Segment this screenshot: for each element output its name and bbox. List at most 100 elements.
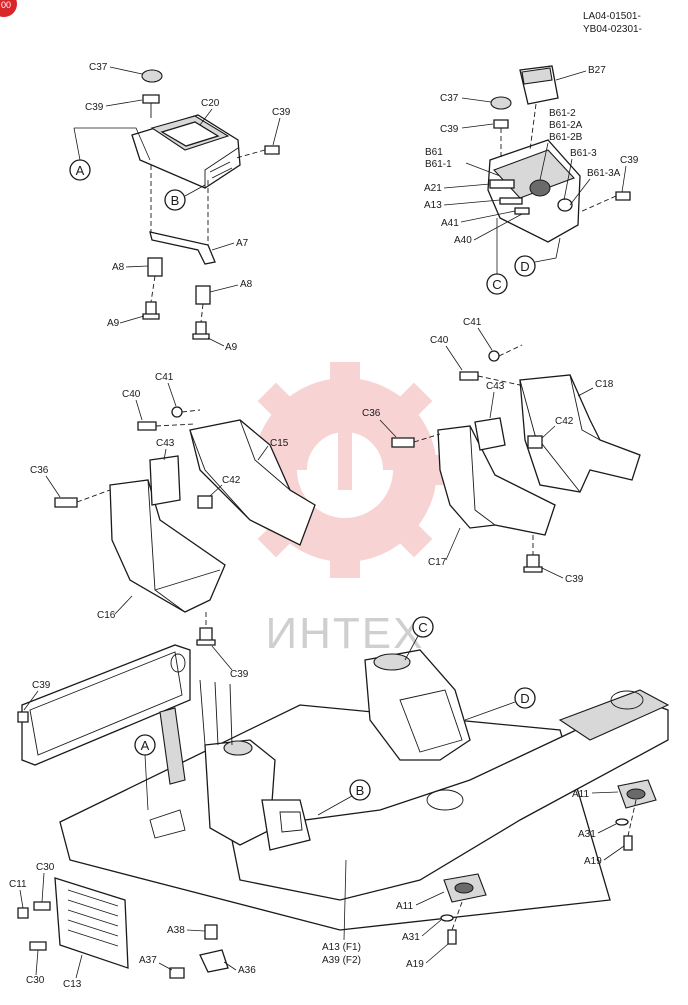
c39-bolt-left [142,94,160,104]
c17-c18-labels: C41 C40 C43 C18 C36 C42 C17 C39 [362,317,614,585]
label-c30-top: C30 [36,862,55,873]
chassis-group: A B C D [17,616,670,979]
a9-bolt-left [142,301,160,320]
label-c39-mid-right: C39 [565,574,584,585]
c39-bolt-b61-right [615,191,631,201]
label-b61: B61 [425,147,443,158]
ref-a-bottom: A [141,738,150,753]
label-c43-right: C43 [486,381,505,392]
b61-group-labels: B27 C37 C39 B61-2 B61-2A B61-2B B61 B61-… [424,65,639,246]
label-c41-left: C41 [155,372,174,383]
c42-clip-right [527,435,543,449]
a31-washer-left [440,914,454,922]
label-c43-left: C43 [156,438,175,449]
ref-b-bottom: B [356,783,365,798]
label-c16: C16 [97,610,116,621]
ref-d-top: D [520,259,529,274]
b61-console-group: C D [486,65,631,295]
c13-grille [54,877,129,969]
ref-b-top: B [171,193,180,208]
control-lever [159,707,186,785]
c42-clip-left [197,495,213,509]
page-badge [0,0,17,17]
label-c20: C20 [201,98,220,109]
label-a13-f1: A13 (F1) [322,942,361,953]
label-c30-bottom: C30 [26,975,45,986]
label-c36-left: C36 [30,465,49,476]
c17-c18-group [391,344,641,573]
c20-cover-group: A B [69,69,280,340]
label-c36-right: C36 [362,408,381,419]
ref-circle-b-bottom [349,779,371,801]
label-a7: A7 [236,238,249,249]
front-tower [204,739,276,846]
label-b61-2b: B61-2B [549,132,583,143]
c18-inner-cover [519,374,641,493]
ref-c-bottom: C [418,620,427,635]
ref-circle-d-bottom [514,687,536,709]
c43-pad-left [149,455,181,506]
label-c41-right: C41 [463,317,482,328]
c39-bolt-mid-left [196,627,216,646]
label-c37-left: C37 [89,62,108,73]
a8-plate-left [147,257,163,277]
c11-nut [17,907,29,919]
label-c39-b61-right: C39 [620,155,639,166]
a31-washer-right [615,818,629,826]
label-a11-right: A11 [572,789,589,800]
label-c40-right: C40 [430,335,449,346]
label-c18: C18 [595,379,614,390]
c39-bolt-b61 [493,119,509,129]
c41-washer-right [488,350,500,362]
c39-bolt-panel [17,711,29,723]
label-a37: A37 [139,955,157,966]
ref-circle-b-top [164,189,186,211]
c39-bolt-right [264,145,280,155]
label-b61-1: B61-1 [425,159,452,170]
serial-range-2: YB04-02301- [583,24,642,35]
c15-c16-labels: C41 C40 C43 C15 C36 C42 C16 C39 [30,372,289,680]
c30-screw-bottom [29,941,47,951]
c30-screw-top [33,901,51,911]
ref-circle-d-top [514,255,536,277]
label-a19-left: A19 [406,959,424,970]
a19-bolt-left [447,929,457,945]
serial-range-1: LA04-01501- [583,11,641,22]
label-a9-left: A9 [107,318,120,329]
watermark-text: ИНТЕХ [266,609,425,658]
side-panel-left [21,644,191,766]
label-b61-3a: B61-3A [587,168,621,179]
label-a9-right: A9 [225,342,238,353]
label-c39-right: C39 [272,107,291,118]
c20-group-labels: C37 C39 C20 C39 A7 A8 A8 A9 A9 [85,62,291,353]
label-b61-2: B61-2 [549,108,576,119]
label-a19-right: A19 [584,856,602,867]
a37-bolt [169,967,185,979]
chassis-labels: C39 A11 A31 A19 A11 A31 A19 C30 C11 C30 … [9,680,625,990]
label-b27: B27 [588,65,606,76]
label-a8-right: A8 [240,279,253,290]
label-c15: C15 [270,438,289,449]
label-a11-left: A11 [396,901,413,912]
label-a40: A40 [454,235,472,246]
a8-plate-right [195,285,211,305]
label-c39-left: C39 [85,102,104,113]
c37-cap-right [490,96,512,110]
rear-tower [364,649,471,761]
label-c13: C13 [63,979,82,990]
c36-bolt-left [54,497,78,508]
c17-outer-cover [437,425,556,536]
label-b61-3: B61-3 [570,148,597,159]
c36-bolt-right [391,437,415,448]
label-c42-left: C42 [222,475,241,486]
ref-d-bottom: D [520,691,529,706]
label-c39-mid-left: C39 [230,669,249,680]
ref-circle-c-bottom [412,616,434,638]
c41-washer-left [171,406,183,418]
label-a8-left: A8 [112,262,125,273]
c40-bolt-left [137,421,157,431]
c37-cap-left [141,69,163,83]
ref-c-top: C [492,277,501,292]
